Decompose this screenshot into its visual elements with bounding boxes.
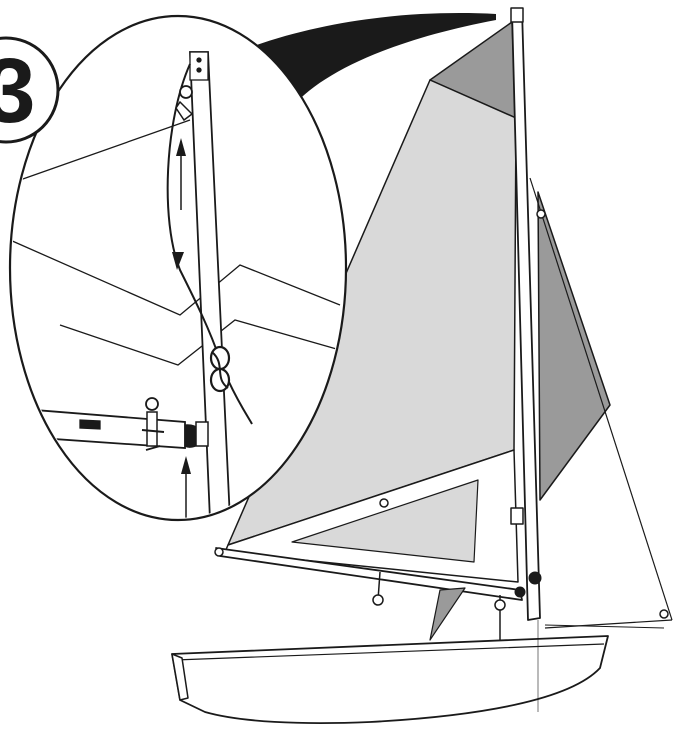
mast-cleat: [510, 507, 524, 525]
mast-block: [528, 571, 542, 585]
mast-top-cap: [510, 7, 524, 23]
boom-end: [214, 547, 224, 557]
inset-clew-shackle: [141, 397, 165, 451]
transom: [171, 653, 189, 701]
detail-inset: [8, 14, 348, 522]
step-badge-circle: [0, 36, 60, 144]
arrow-down-icon: [172, 252, 184, 270]
vang-block: [494, 599, 506, 611]
inset-gooseneck-bracket: [195, 421, 209, 447]
step-badge: 3: [0, 36, 60, 144]
tack-fitting: [514, 586, 526, 598]
bow-sprit-line: [544, 619, 673, 629]
sail-grommet-1: [379, 498, 389, 508]
jib-sail: [537, 191, 611, 501]
inset-sheave-pin: [196, 57, 202, 63]
centerboard: [429, 587, 466, 641]
callout-wedge: [248, 13, 496, 112]
arrow-up-lower-icon: [181, 456, 191, 518]
inset-sheave-pin-2: [196, 67, 202, 73]
step-badge-number: 3: [0, 40, 36, 142]
inset-sail-edge-upper: [19, 119, 191, 181]
forestay: [529, 177, 673, 621]
bow-deck-line: [544, 624, 665, 629]
hull-gunwale: [174, 643, 605, 661]
sail-window: [291, 479, 479, 563]
bow-fitting: [659, 609, 669, 619]
knot-icon: [209, 345, 231, 393]
inset-mast-cap: [189, 51, 209, 81]
inset-halyard: [166, 63, 253, 425]
shackle-icon: [175, 85, 194, 122]
mainsheet-block: [372, 594, 384, 606]
hull: [171, 635, 609, 725]
arrow-up-icon: [176, 138, 186, 210]
inset-boom-slot: [79, 419, 101, 430]
inset-border: [8, 14, 348, 522]
jib-head-grommet: [536, 209, 546, 219]
